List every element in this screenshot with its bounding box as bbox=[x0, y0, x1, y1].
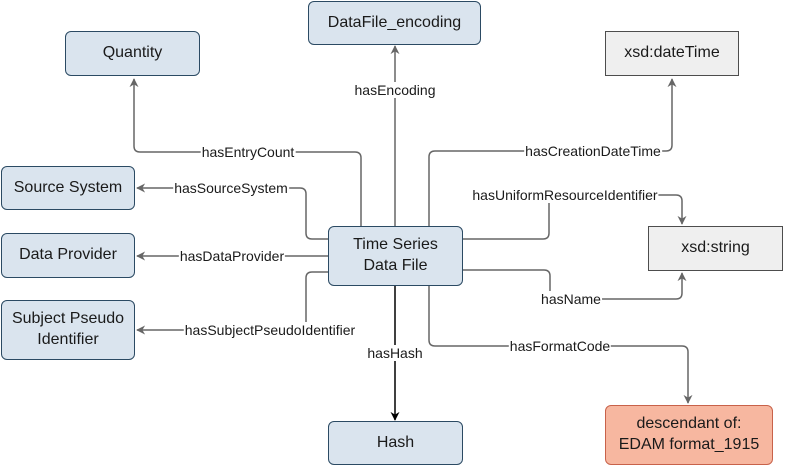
edge-label-has-entry-count: hasEntryCount bbox=[200, 144, 296, 160]
node-time-series-data-file: Time Series Data File bbox=[328, 226, 463, 286]
node-xsd-string: xsd:string bbox=[648, 226, 783, 271]
edge-label-has-hash: hasHash bbox=[366, 345, 424, 361]
edge-label-has-encoding: hasEncoding bbox=[353, 82, 437, 98]
node-subject-pseudo-identifier: Subject Pseudo Identifier bbox=[1, 300, 135, 360]
edge-label-has-format-code: hasFormatCode bbox=[508, 338, 612, 354]
edge-label-has-name: hasName bbox=[540, 291, 602, 307]
edge-has-source-system bbox=[136, 183, 328, 240]
edge-label-has-subject-pseudo-identifier: hasSubjectPseudoIdentifier bbox=[183, 322, 357, 338]
edge-label-has-source-system: hasSourceSystem bbox=[173, 180, 289, 196]
node-source-system: Source System bbox=[1, 166, 135, 210]
node-quantity: Quantity bbox=[65, 31, 200, 76]
edge-label-has-data-provider: hasDataProvider bbox=[178, 248, 286, 264]
edge-label-has-uri: hasUniformResourceIdentifier bbox=[471, 187, 659, 203]
node-xsd-datetime: xsd:dateTime bbox=[605, 31, 739, 76]
node-edam-format: descendant of: EDAM format_1915 bbox=[605, 405, 773, 465]
node-data-provider: Data Provider bbox=[1, 233, 135, 278]
node-hash: Hash bbox=[328, 421, 463, 465]
node-datafile-encoding: DataFile_encoding bbox=[308, 1, 481, 45]
edge-label-has-creation-date-time: hasCreationDateTime bbox=[524, 143, 662, 159]
